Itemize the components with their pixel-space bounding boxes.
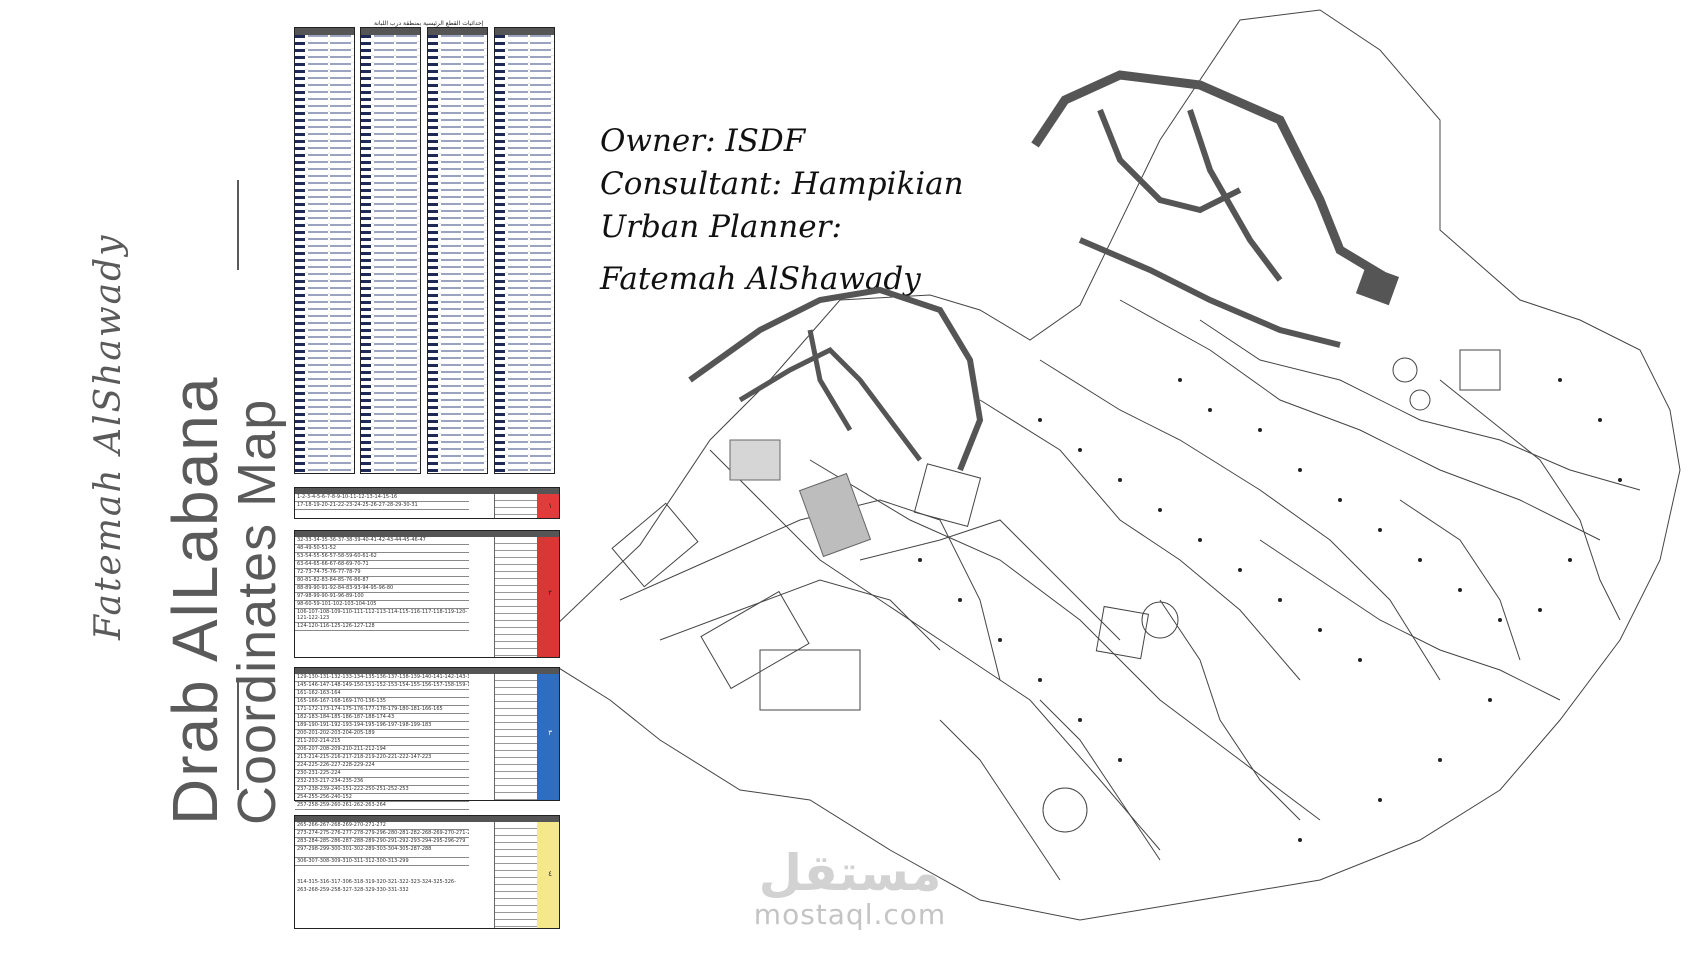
map-subtitle: Coordinates Map (227, 398, 287, 825)
table-row: 200-201-202-203-204-205-189 (295, 730, 469, 738)
divider-top (237, 180, 239, 270)
table-row: 80-81-82-83-84-85-76-86-87 (295, 577, 469, 585)
table-row: 265-266-267-268-269-270-271-272 (295, 822, 469, 830)
table-row: 273-274-275-276-277-278-279-296-280-281-… (295, 830, 469, 838)
table-row: 237-238-239-240-151-222-250-251-252-253 (295, 786, 469, 794)
group-color-block: ١ (537, 494, 559, 518)
table-row: 72-73-74-75-76-77-78-79 (295, 569, 469, 577)
coordinates-map (560, 0, 1700, 957)
table-row: 129-130-131-132-133-134-135-136-137-138-… (295, 674, 469, 682)
table-row: 88-89-90-91-92-84-83-93-94-95-96-80 (295, 585, 469, 593)
coordinate-points (918, 378, 1622, 842)
table-row: 17-18-19-20-21-22-23-24-25-26-27-28-29-3… (295, 502, 469, 510)
table-row: 189-190-191-192-193-194-195-196-197-198-… (295, 722, 469, 730)
group-color-block: ٢ (537, 537, 559, 657)
group-table-2: 32-33-34-35-36-37-38-39-40-41-42-43-44-4… (294, 530, 560, 658)
table-row: 106-107-108-109-110-111-112-113-114-115-… (295, 609, 469, 623)
author-name: Fatemah AlShawady (88, 233, 129, 640)
table-row: 213-214-215-216-217-218-219-220-221-222-… (295, 754, 469, 762)
table-row: 283-284-285-286-287-288-289-290-291-292-… (295, 838, 469, 846)
table-row: 165-166-167-168-169-170-136-135 (295, 698, 469, 706)
table-row: 306-307-308-309-310-311-312-300-313-299 (295, 858, 469, 866)
title-block: Fatemah AlShawady Drab AlLabana Coordina… (40, 160, 287, 825)
watermark-logo: مستقل (758, 844, 942, 902)
table-row: 98-60-59-101-102-103-104-105 (295, 601, 469, 609)
table-row: 53-54-55-56-57-58-59-60-61-62 (295, 553, 469, 561)
table-row: 145-146-147-148-149-150-151-152-153-154-… (295, 682, 469, 690)
coordinate-tables: إحداثيات القطع الرئيسية بمنطقة درب اللبا… (294, 20, 556, 474)
divider-bottom (237, 680, 239, 790)
table-row: 124-120-116-125-126-127-128 (295, 623, 469, 631)
coordinate-table (427, 27, 488, 474)
table-row: 182-183-184-185-186-187-188-174-43 (295, 714, 469, 722)
owner-line: Owner: ISDF (600, 123, 806, 159)
group-table-1: 1-2-3-4-5-6-7-8-9-10-11-12-13-14-15-16 1… (294, 487, 560, 519)
site-outline (560, 9, 1681, 921)
table-row: 171-172-173-174-175-176-177-178-179-180-… (295, 706, 469, 714)
consultant-line: Consultant: Hampikian (600, 166, 964, 202)
table-row: 224-225-226-227-228-229-224 (295, 762, 469, 770)
credits: Owner: ISDF Consultant: Hampikian Urban … (600, 120, 964, 303)
group-color-block: ٤ (537, 822, 559, 928)
coordinate-table (360, 27, 421, 474)
table-row: 48-49-50-51-52 (295, 545, 469, 553)
table-row: 230-231-225-224 (295, 770, 469, 778)
coordinate-table (294, 27, 355, 474)
table-row: 206-207-208-209-210-211-212-194 (295, 746, 469, 754)
coordinate-table (494, 27, 555, 474)
watermark: مستقل mostaql.com (745, 845, 955, 929)
table-row: 254-255-256-240-152 (295, 794, 469, 802)
table-row: 161-162-163-164 (295, 690, 469, 698)
table-row: 97-98-99-90-91-96-89-100 (295, 593, 469, 601)
table-row: 211-202-214-215 (295, 738, 469, 746)
table-row: 257-258-259-260-261-262-263-264 (295, 802, 469, 810)
map-drawing (560, 9, 1681, 921)
watermark-url: mostaql.com (753, 898, 947, 931)
table-row: 63-64-65-66-67-68-69-70-71 (295, 561, 469, 569)
coordinate-table-caption: إحداثيات القطع الرئيسية بمنطقة درب اللبا… (374, 20, 484, 27)
map-title: Drab AlLabana (159, 375, 231, 825)
urban-planner-line: Urban Planner: (600, 209, 842, 245)
table-row: 32-33-34-35-36-37-38-39-40-41-42-43-44-4… (295, 537, 469, 545)
group-table-4: 265-266-267-268-269-270-271-272 273-274-… (294, 815, 560, 929)
table-row: 314-315-316-317-306-318-319-320-321-322-… (297, 879, 456, 893)
group-color-block: ٣ (537, 674, 559, 800)
table-row: 232-233-217-234-235-236 (295, 778, 469, 786)
table-row: 297-298-299-300-301-302-289-303-304-305-… (295, 846, 469, 858)
group-table-3: 129-130-131-132-133-134-135-136-137-138-… (294, 667, 560, 810)
table-row: 1-2-3-4-5-6-7-8-9-10-11-12-13-14-15-16 (295, 494, 469, 502)
